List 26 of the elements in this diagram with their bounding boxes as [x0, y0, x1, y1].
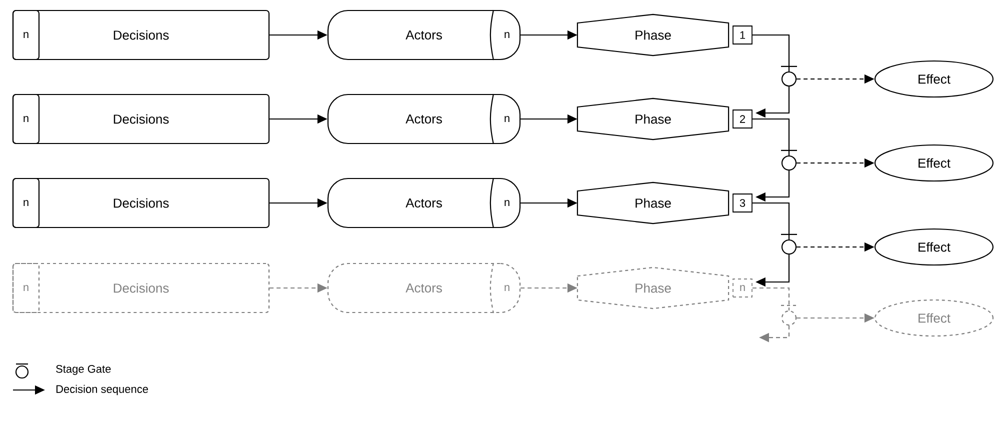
phase-hexagon: Phase: [576, 266, 730, 310]
stage-gate: [781, 304, 797, 326]
count-cell: n: [12, 10, 40, 60]
arrow: [752, 287, 790, 310]
phase-hexagon: Phase: [576, 98, 730, 140]
phase-number: 2: [732, 110, 752, 128]
count-cell: n: [12, 262, 40, 314]
legend-label: Decision sequence: [56, 384, 148, 396]
count-cell: n: [490, 10, 510, 60]
count-cell: n: [490, 262, 510, 314]
count-cell: n: [12, 94, 40, 144]
arrow: [752, 202, 790, 240]
legend-label: Stage Gate: [56, 365, 111, 375]
phase-number: n: [732, 278, 752, 298]
arrow: [752, 34, 790, 72]
arrow: [752, 118, 790, 156]
stage-gate: [781, 150, 797, 171]
count-cell: n: [490, 94, 510, 144]
phase-hexagon: Phase: [576, 182, 730, 224]
phase-hexagon: Phase: [576, 14, 730, 56]
count-cell: n: [12, 178, 40, 228]
phase-number: 3: [732, 194, 752, 212]
phase-number: 1: [732, 26, 752, 44]
count-cell: n: [490, 178, 510, 228]
stage-gate: [781, 66, 797, 87]
stage-gate: [781, 234, 797, 255]
